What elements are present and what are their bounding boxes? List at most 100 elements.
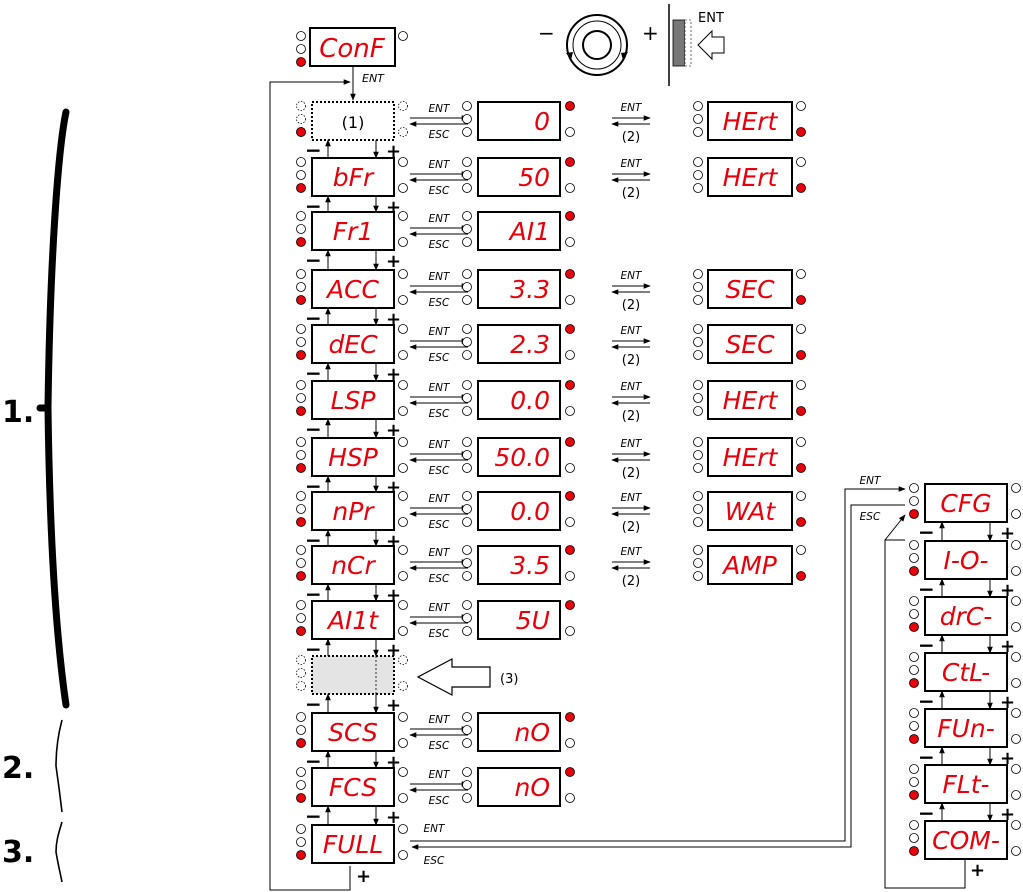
menu-row-9-left-led-1 xyxy=(296,545,306,555)
jog-dial-icon xyxy=(566,14,628,76)
menu-row-4-left-led-3 xyxy=(296,295,306,305)
menu-row-5-ent: ENT xyxy=(429,326,451,338)
menu-row-4-right-led-2 xyxy=(398,295,408,305)
submenu-1-left-led-2 xyxy=(909,496,919,506)
menu-row-3-value-display xyxy=(477,211,561,251)
menu-row-8-left-led-2 xyxy=(296,504,306,514)
menu-row-11-minus: − xyxy=(305,692,322,716)
submenu-3-plus: + xyxy=(1000,636,1015,657)
submenu-4-left-led-1 xyxy=(909,652,919,662)
menu-row-4-ent: ENT xyxy=(429,271,451,283)
menu-row-9-value-display xyxy=(477,545,561,585)
submenu-1-left-led-3 xyxy=(909,509,919,519)
menu-row-4-left-led-1 xyxy=(296,269,306,279)
group3-brace xyxy=(55,821,63,883)
menu-row-1-display-text: (1) xyxy=(342,113,365,132)
submenu-6-left-led-2 xyxy=(909,777,919,787)
menu-row-7-code-display xyxy=(311,437,395,477)
menu-row-6-value-display xyxy=(477,380,561,420)
menu-row-6-code-display-text: LSP xyxy=(331,386,377,415)
menu-row-6-unit-display xyxy=(707,380,793,420)
menu-row-12-left-led-1 xyxy=(296,712,306,722)
menu-row-9-ent: ENT xyxy=(429,547,451,559)
menu-row-12-left-led-3 xyxy=(296,738,306,748)
menu-row-6-mid-led-3 xyxy=(462,406,472,416)
menu-row-2-note2: (2) xyxy=(622,186,640,201)
menu-row-7-left-led-1 xyxy=(296,437,306,447)
menu-row-3-right-led-1 xyxy=(398,211,408,221)
menu-row-2-unit-display-text: HErt xyxy=(723,163,779,192)
dial-plus: + xyxy=(642,21,659,45)
menu-row-2-esc: ESC xyxy=(429,185,450,197)
menu-row-2-left-led-1 xyxy=(296,157,306,167)
menu-row-4-unit-display-text: SEC xyxy=(725,275,775,304)
group-label-3: 3. xyxy=(2,835,34,870)
menu-row-14-right-led-1 xyxy=(398,824,408,834)
menu-row-6-mid-led-2 xyxy=(462,393,472,403)
menu-row-5-plus: + xyxy=(386,364,401,385)
menu-row-11-plus: + xyxy=(386,695,401,716)
full-ent: ENT xyxy=(424,823,446,835)
menu-row-11-left-led-1 xyxy=(296,655,306,665)
menu-row-4-value-display xyxy=(477,269,561,309)
menu-row-11-left-led-2 xyxy=(296,668,306,678)
menu-row-2-mid-led-1 xyxy=(462,157,472,167)
menu-row-13-code-display-text: FCS xyxy=(329,773,377,802)
submenu-1-plus: + xyxy=(1000,523,1015,544)
menu-row-3-right-led-2 xyxy=(398,237,408,247)
submenu-5-display xyxy=(924,708,1008,748)
menu-row-13-left-led-1 xyxy=(296,767,306,777)
menu-row-10-right-led-1 xyxy=(398,600,408,610)
menu-row-1-mid-led-1 xyxy=(462,101,472,111)
submenu-2-display xyxy=(924,540,1008,580)
menu-row-9-code-display xyxy=(311,545,395,585)
submenu-5-left-led-2 xyxy=(909,721,919,731)
menu-row-3-value-display-text: AI1 xyxy=(508,217,550,246)
menu-row-3-left-led-1 xyxy=(296,211,306,221)
menu-row: FULL xyxy=(296,824,408,864)
menu-row-8-left-led-1 xyxy=(296,491,306,501)
menu-row-7-ent2: ENT xyxy=(621,438,643,450)
submenu-1-left-led-1 xyxy=(909,483,919,493)
submenu-1-display xyxy=(924,483,1008,523)
menu-row-3-left-led-3 xyxy=(296,237,306,247)
menu-row-5-left-led-3 xyxy=(296,350,306,360)
menu-row-5-code-display xyxy=(311,324,395,364)
menu-row-12-mid-led-3 xyxy=(462,738,472,748)
menu-row-7-mid-led-2 xyxy=(462,450,472,460)
submenu-item: CtL-−+ xyxy=(909,652,1021,713)
menu-row-1-unit-display xyxy=(707,101,793,141)
submenu-3-left-led-2 xyxy=(909,609,919,619)
menu-row-13-mid-led-1 xyxy=(462,767,472,777)
menu-row-1-display xyxy=(311,101,395,141)
submenu-item: FLt-−+ xyxy=(909,764,1021,825)
menu-row-7-code-display-text: HSP xyxy=(328,443,379,472)
menu-row-7-unit-display-text: HErt xyxy=(723,443,779,472)
submenu-3-display xyxy=(924,596,1008,636)
menu-row-7-esc: ESC xyxy=(429,465,450,477)
submenu-5-left-led-3 xyxy=(909,734,919,744)
menu-row-13-right-led-1 xyxy=(398,767,408,777)
submenu-7-left-led-2 xyxy=(909,833,919,843)
dial-minus: − xyxy=(538,21,555,45)
menu-row-5-ent2: ENT xyxy=(621,325,643,337)
menu-row-10-value-display-text: 5U xyxy=(516,606,550,635)
menu-row-10-code-display-text: AI1t xyxy=(326,606,379,635)
menu-row-2-left-led-2 xyxy=(296,170,306,180)
menu-row-2-mid-led-3 xyxy=(462,183,472,193)
conf-display-text: ConF xyxy=(319,34,386,64)
menu-row-9-code-display-text: nCr xyxy=(331,551,376,580)
menu-row-1-value-display-text: 0 xyxy=(534,107,550,136)
menu-row-13-plus: + xyxy=(386,807,401,828)
full-plus: + xyxy=(356,866,371,887)
menu-row-5-note2: (2) xyxy=(622,353,640,368)
menu-row: (3)−+ xyxy=(296,644,518,716)
menu-row-11-left-led-3 xyxy=(296,681,306,691)
submenu-item: CFG−+ xyxy=(909,483,1021,544)
menu-row-5-right-led-2 xyxy=(398,350,408,360)
submenu-item: COM- xyxy=(909,820,1021,860)
